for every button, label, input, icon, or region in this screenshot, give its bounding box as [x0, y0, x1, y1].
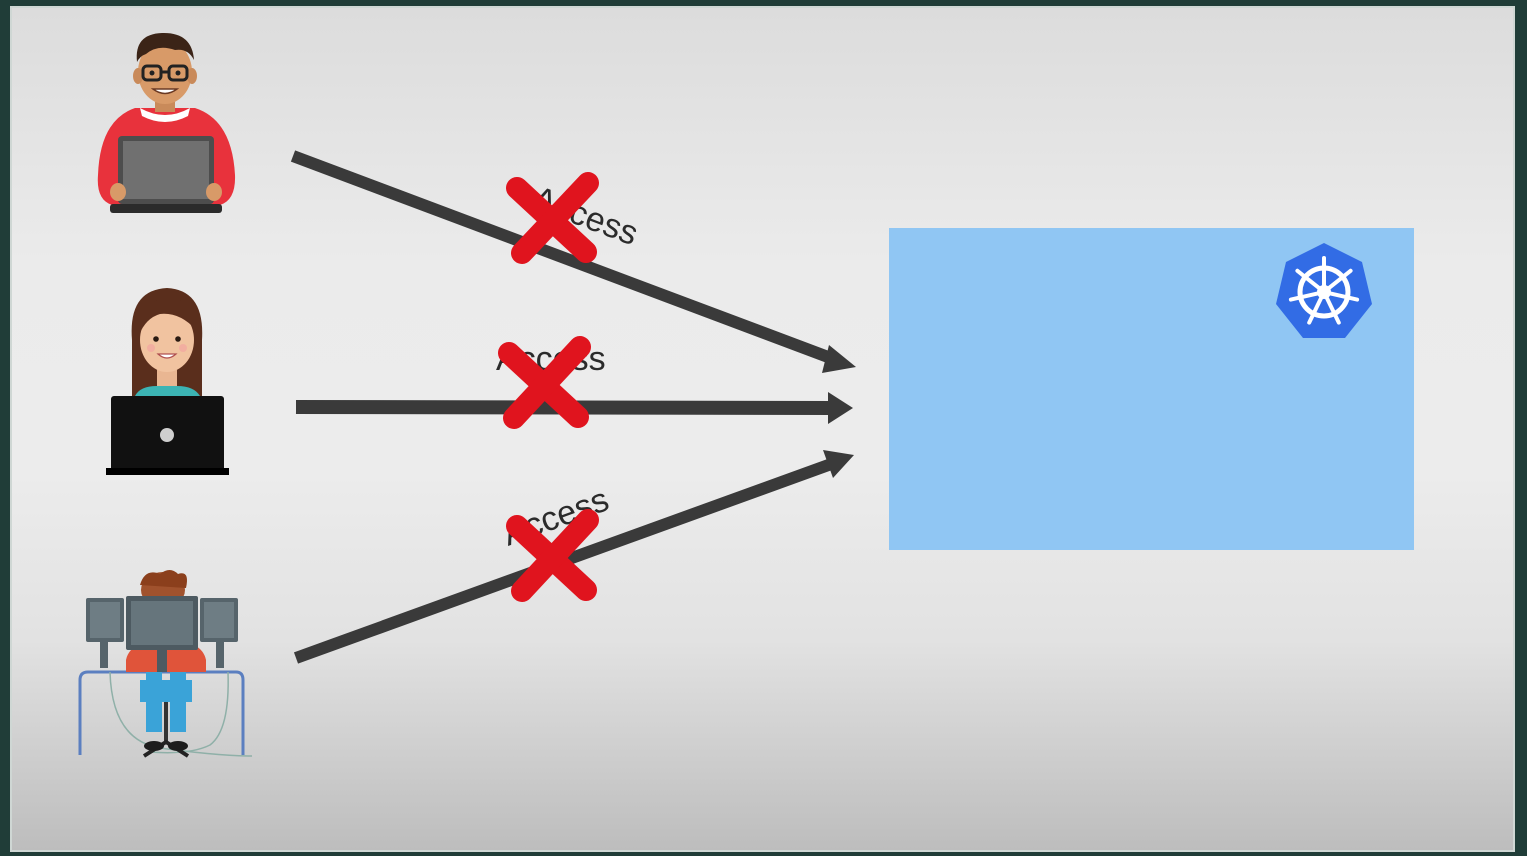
- blocked-cross-icon-3: [506, 509, 599, 602]
- tester-user-icon: [106, 288, 229, 475]
- access-arrow-3: [293, 450, 854, 664]
- blocked-cross-icon-2: [498, 336, 591, 429]
- developer-user-icon: [97, 32, 236, 213]
- blocked-cross-icon-1: [506, 172, 599, 264]
- access-arrow-1: [290, 150, 856, 373]
- kubernetes-icon: [1276, 243, 1372, 338]
- admin-user-icon: [78, 570, 253, 758]
